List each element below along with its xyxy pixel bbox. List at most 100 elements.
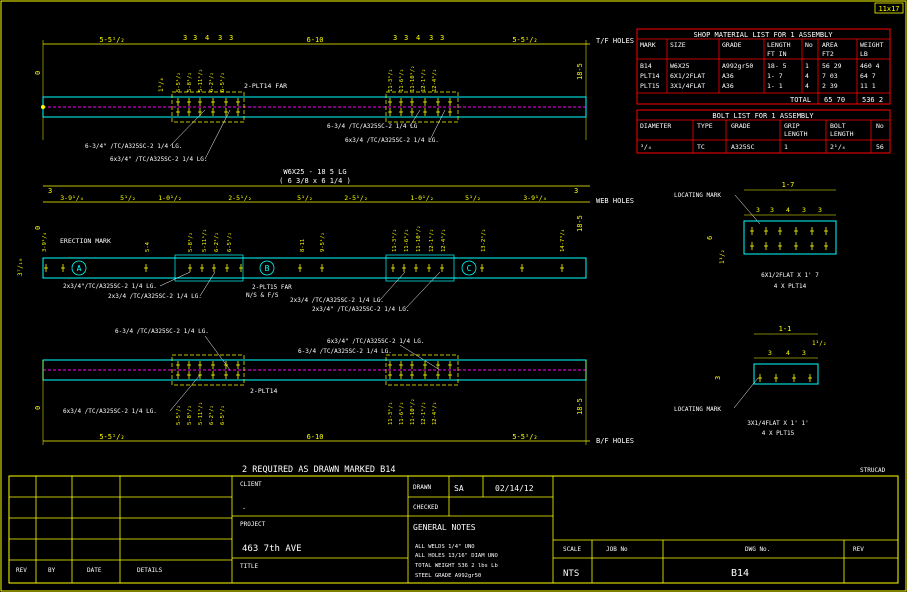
- tf-gdim: 3: [193, 34, 197, 42]
- web-spacing: 3-9¹/₄: [60, 194, 83, 202]
- material-cell: PLT15: [640, 82, 660, 90]
- web-callout-5: 2x3/4" /TC/A325SC-2 1/4 LG.: [312, 306, 410, 313]
- tf-bolt: [176, 108, 180, 116]
- plt14-bolt: [778, 227, 782, 235]
- tf-bolt: [187, 108, 191, 116]
- web-ordinate: 5-4: [145, 241, 151, 252]
- web-left-edge: 3⁷/₁₆: [17, 258, 24, 276]
- material-header: AREA: [822, 41, 838, 49]
- material-cell: 18- 5: [767, 62, 787, 70]
- plt14-bolt: [750, 242, 754, 250]
- bf-bolt: [236, 361, 240, 369]
- tf-bolt: [410, 108, 414, 116]
- marker-a-label: A: [77, 264, 82, 273]
- plt14-dim: 3: [802, 206, 806, 214]
- plt14-bolt: [824, 242, 828, 250]
- tf-ordinate: 11-6¹/₂: [398, 69, 405, 92]
- tf-bolt: [448, 98, 452, 106]
- bf-ordinate: 5-5¹/₂: [175, 405, 182, 425]
- bolt-header: GRIP: [784, 122, 800, 130]
- web-bolt: [239, 264, 243, 272]
- material-cell: A36: [722, 82, 734, 90]
- bolt-table-title: BOLT LIST FOR 1 ASSEMBLY: [712, 112, 814, 120]
- web-bolt: [298, 264, 302, 272]
- web-spacing: 2-5¹/₂: [344, 194, 367, 202]
- tf-bolt: [236, 98, 240, 106]
- material-header: LB: [860, 50, 868, 58]
- bf-spacing-right: 5-5¹/₂: [512, 433, 537, 441]
- bolt-header: No: [876, 122, 884, 130]
- bf-ordinate: 11-10¹/₂: [409, 399, 416, 426]
- bf-bolt: [176, 361, 180, 369]
- tf-bolt: [436, 108, 440, 116]
- plt15-bolt: [792, 374, 796, 382]
- web-bolt: [440, 264, 444, 272]
- web-callout-3b: N/S & F/S: [246, 292, 279, 299]
- web-spacing: 2-5¹/₂: [228, 194, 251, 202]
- plt15-edge: 1¹/₂: [812, 340, 826, 347]
- material-table-title: SHOP MATERIAL LIST FOR 1 ASSEMBLY: [693, 31, 833, 39]
- web-bolt: [480, 264, 484, 272]
- tf-plate-left: [171, 91, 245, 123]
- bf-callout-1: 6-3/4 /TC/A325SC-2 1/4 LG.: [115, 328, 209, 335]
- bf-bolt: [224, 371, 228, 379]
- bf-ordinate: 11-3¹/₂: [387, 402, 394, 425]
- web-callout-4: 2x3/4 /TC/A325SC-2 1/4 LG.: [290, 297, 384, 304]
- tf-callout-2: 6x3/4" /TC/A325SC-2 1/4 LG.: [110, 156, 208, 163]
- web-bolt: [44, 264, 48, 272]
- bf-bolt: [236, 371, 240, 379]
- tf-bolt: [388, 98, 392, 106]
- rev-label-right: REV: [853, 546, 864, 553]
- bf-bolt: [224, 361, 228, 369]
- plt14-bolt: [824, 227, 828, 235]
- drawn-label: DRAWN: [413, 484, 431, 491]
- bf-plate-label: 2-PLT14: [250, 387, 277, 395]
- material-cell: 7 03: [822, 72, 838, 80]
- tf-bolt: [423, 108, 427, 116]
- plt14-dim: 3: [818, 206, 822, 214]
- material-cell: 1- 7: [767, 72, 783, 80]
- bf-bolt: [399, 361, 403, 369]
- tf-bolt: [198, 98, 202, 106]
- web-ordinate: 6-2¹/₂: [213, 232, 220, 252]
- bf-bolt: [410, 361, 414, 369]
- bf-bolt: [388, 361, 392, 369]
- web-plate-b: [385, 254, 455, 282]
- tf-view-label: T/F HOLES: [596, 37, 634, 45]
- plt14-bolt: [778, 242, 782, 250]
- tf-spacing-mid: 6-10: [307, 36, 324, 44]
- tf-bolt: [399, 108, 403, 116]
- web-bolt: [320, 264, 324, 272]
- bolt-cell: 1: [784, 143, 788, 151]
- material-cell: 64 7: [860, 72, 876, 80]
- web-spacing: 5¹/₂: [120, 194, 136, 202]
- client-value: .: [242, 503, 246, 511]
- web-edge-3: 3: [48, 187, 52, 195]
- bf-zero: 0: [34, 406, 42, 410]
- tf-origin-dot: [41, 105, 45, 109]
- tf-gdim: 3: [440, 34, 444, 42]
- bf-bolt: [436, 371, 440, 379]
- tf-bolt: [224, 98, 228, 106]
- bolt-cell: ³/₄: [640, 143, 652, 151]
- sheet-size-label: 11x17: [878, 5, 899, 13]
- web-bolt: [402, 264, 406, 272]
- bolt-header: TYPE: [697, 122, 713, 130]
- tf-bolt: [198, 108, 202, 116]
- tf-spacing-right: 5-5¹/₂: [512, 36, 537, 44]
- material-cell: B14: [640, 62, 652, 70]
- tf-bolt: [236, 108, 240, 116]
- member-label: W6X25 - 18 5 LG: [283, 168, 346, 176]
- member-size: ( 6 3/8 x 6 1/4 ): [279, 177, 351, 185]
- bf-bolt: [399, 371, 403, 379]
- web-ordinate: 9-5¹/₂: [319, 232, 326, 252]
- material-cell: 4: [805, 72, 809, 80]
- web-edge-3b: 3: [574, 187, 578, 195]
- web-ordinate: 8-11: [300, 239, 306, 252]
- plt14-dim: 3: [756, 206, 760, 214]
- plt15-plate: [753, 363, 819, 385]
- plt14-height: 6: [706, 236, 714, 240]
- web-spacing: 5¹/₂: [297, 194, 313, 202]
